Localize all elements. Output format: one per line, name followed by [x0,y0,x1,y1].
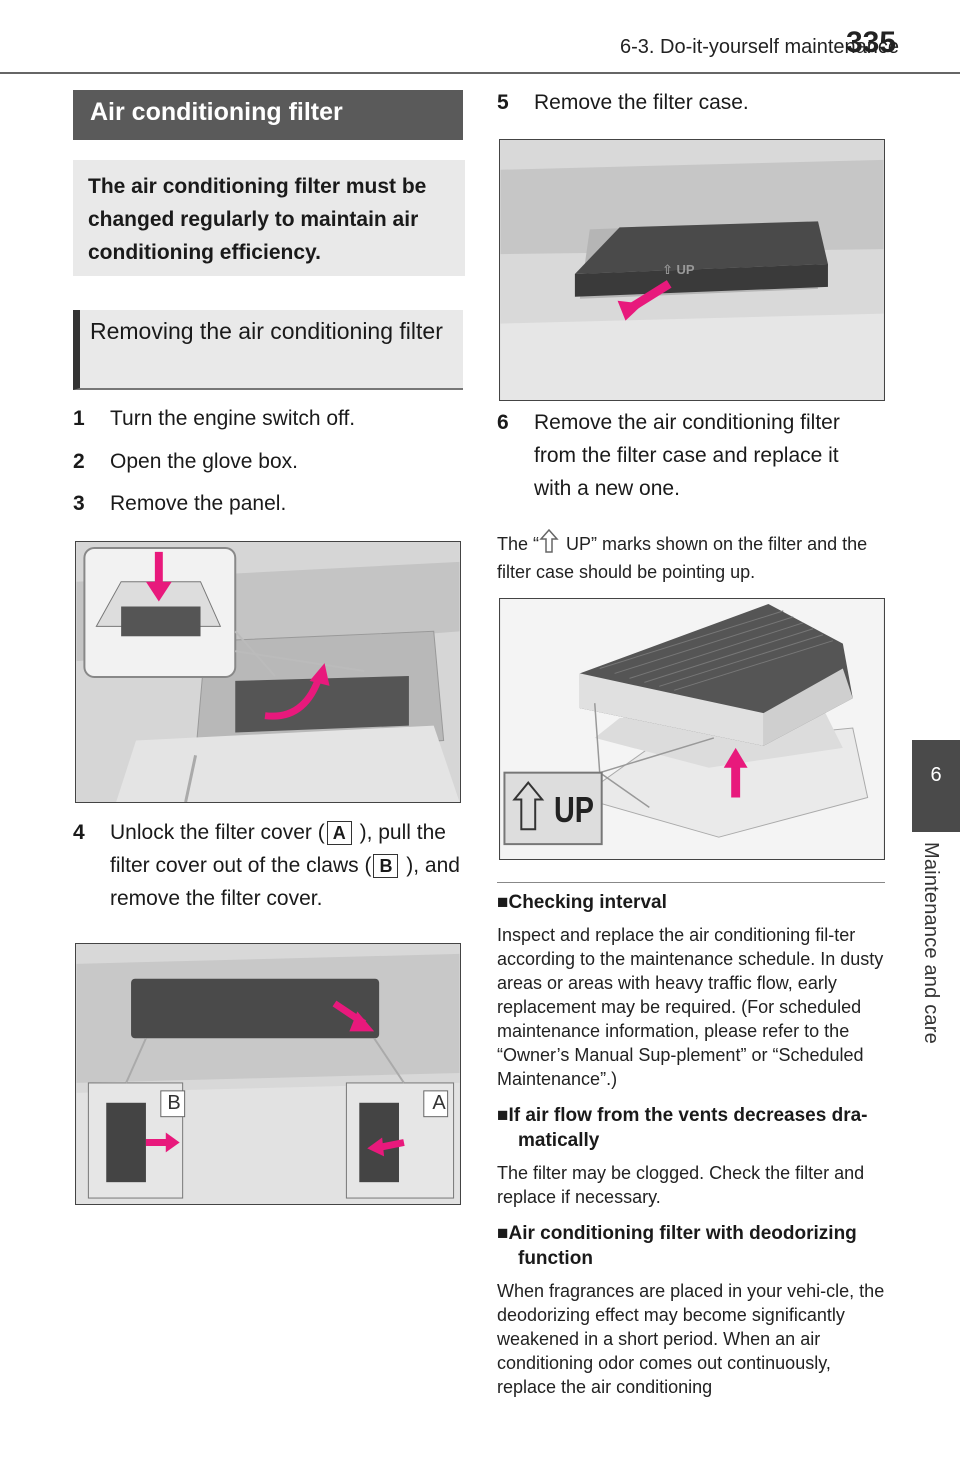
bullet-square: ■ [497,1105,509,1126]
intro-text: The air conditioning filter must be chan… [88,175,427,264]
step-text: Remove the filter case. [534,91,749,114]
chapter-number: 6 [930,764,942,786]
figure-up-mark: ⇧ UP [662,262,695,277]
running-header-section: 6-3. Do-it-yourself maintenance [620,36,900,58]
up-note: The “ UP” marks shown on the filter and … [497,528,887,584]
step-text: Unlock the filter cover (A ), pull the f… [73,816,463,915]
notes: ■Checking interval Inspect and replace t… [497,890,887,1399]
figure-remove-panel-drawing [76,542,460,802]
step-number: 5 [497,91,509,114]
up-label: UP [554,789,595,830]
subheading-box [73,310,463,390]
chapter-title: Maintenance and care [920,842,942,1044]
figure-filter-cover-drawing [76,944,460,1204]
notes-divider [497,882,885,883]
note-title: Air conditioning filter with deodorizing… [508,1223,857,1269]
up-arrow-icon [539,528,561,560]
step-text-part: Unlock the filter cover ( [110,821,325,844]
step-4: 4 Unlock the filter cover (A ), pull the… [73,816,463,915]
figure-filter-cover: B A [75,943,461,1205]
figure-up-marks: UP [499,598,885,860]
subheading: Removing the air conditioning filter [90,318,443,344]
note-body: Inspect and replace the air conditioning… [497,925,884,1089]
bullet-square: ■ [497,892,509,913]
step-text: Remove the panel. [110,492,287,515]
figure-label-a: A [432,1092,446,1114]
step-number: 2 [73,450,85,473]
step-text-part: ), and remove the filter cover. [110,854,460,910]
step-text: Remove the air conditioning filter from … [534,411,840,500]
bullet-square: ■ [497,1223,509,1244]
intro-box [73,160,465,276]
step-1: 1 Turn the engine switch off. [73,402,463,435]
note-body: When fragrances are placed in your vehi-… [497,1281,885,1397]
callout-b: B [373,854,399,878]
note-heading-checking-interval: ■Checking interval [497,890,887,915]
chapter-tab [912,740,960,832]
note-heading-deodorizing: ■Air conditioning filter with deodorizin… [497,1221,887,1271]
step-6: 6 Remove the air conditioning filter fro… [497,406,877,505]
figure-up-marks-drawing [500,599,884,859]
step-text-part: ), pull the filter cover out of the claw… [110,821,446,877]
section-title: Air conditioning filter [90,98,343,126]
callout-a: A [326,821,352,845]
step-text: Turn the engine switch off. [110,407,356,430]
step-number: 3 [73,492,85,515]
step-3: 3 Remove the panel. [73,487,463,520]
step-number: 1 [73,407,85,430]
figure-label-b: B [167,1092,181,1114]
step-number: 4 [73,821,85,844]
note-body: The filter may be clogged. Check the fil… [497,1163,865,1207]
note-heading-air-flow: ■If air flow from the vents decreases dr… [497,1103,887,1153]
note-title: Checking interval [508,892,667,913]
figure-remove-panel [75,541,461,803]
section-title-bar [73,90,463,140]
step-5: 5 Remove the filter case. [497,86,887,119]
up-note-text: The “ [497,534,540,554]
note-title: If air flow from the vents decreases dra… [508,1105,868,1151]
step-text: Open the glove box. [110,450,298,473]
step-number: 6 [497,411,509,434]
figure-filter-case: ⇧ UP [499,139,885,401]
up-note-text: UP” marks shown on the filter and the fi… [497,534,868,582]
header-rule [0,72,960,74]
step-2: 2 Open the glove box. [73,445,463,478]
figure-filter-case-drawing [500,140,884,400]
page-number: 335 [846,26,897,59]
